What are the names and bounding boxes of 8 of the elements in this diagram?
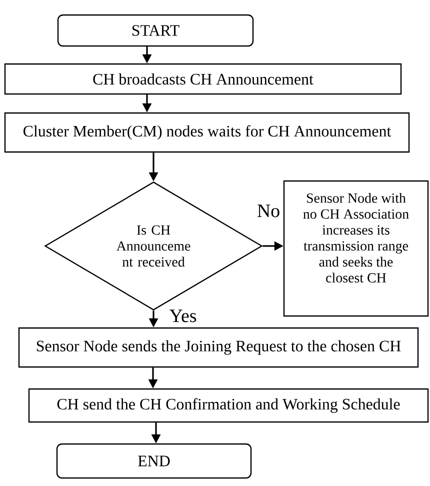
terminal-box: START: [57, 14, 254, 47]
process-box: Cluster Member(CM) nodes waits for CH Announcement: [4, 112, 410, 153]
process-box: CH send the CH Confirmation and Working Schedule: [28, 388, 429, 423]
process-box: CH broadcasts CH Announcement: [4, 63, 402, 95]
process-box: Sensor Node with no CH Association increases its transmission range and seeks the closest CH: [283, 180, 429, 317]
process-box: Sensor Node sends the Joining Request to the chosen CH: [18, 327, 419, 368]
edge-label: Yes: [169, 310, 196, 322]
terminal-box: END: [56, 443, 252, 479]
